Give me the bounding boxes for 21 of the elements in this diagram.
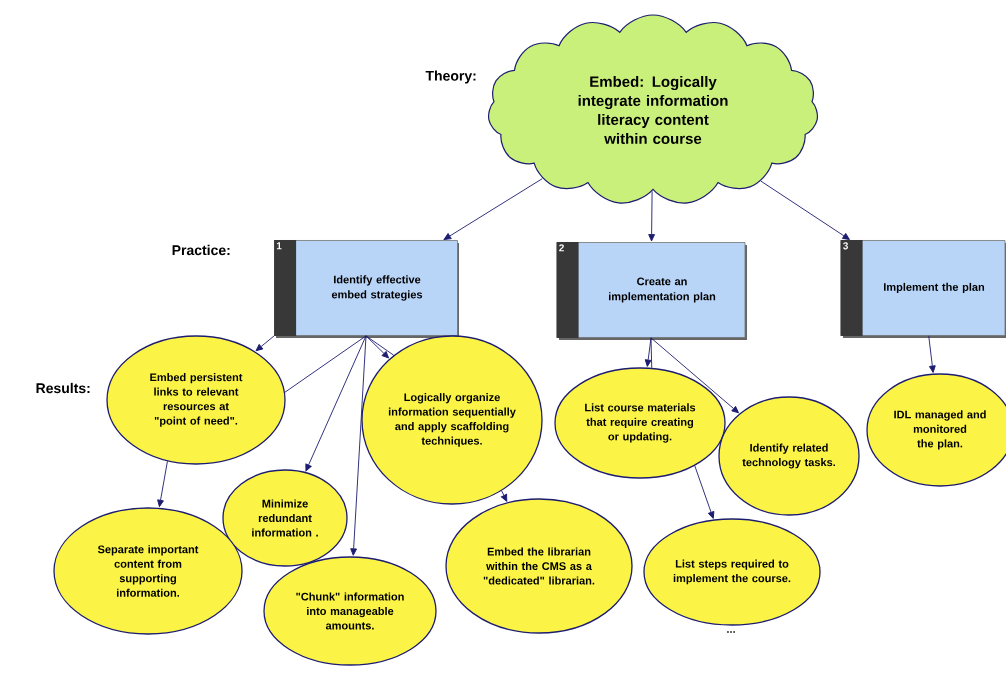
arrow [365,335,390,359]
section-label: Practice: [172,244,230,256]
arrow [648,190,655,242]
arrow [500,490,508,502]
arrow [443,178,543,240]
step-box: 1 Identify effective embed strategies [274,240,459,338]
arrow [650,337,739,414]
arrow [928,335,936,373]
step-box: 3 Implement the plan [840,240,1006,338]
step-box: 2 Create an implementation plan [556,242,747,340]
arrow [694,465,715,519]
connector-line [650,337,653,369]
connector-line [365,335,395,356]
cloud: Embed: Logically integrate information literacy content within course [488,14,818,204]
arrow [350,335,367,556]
arrow [305,335,367,472]
arrow [157,460,168,508]
arrow [255,335,275,352]
arrow [760,180,850,240]
connector-line [284,335,367,393]
section-label: Results: [36,382,90,394]
